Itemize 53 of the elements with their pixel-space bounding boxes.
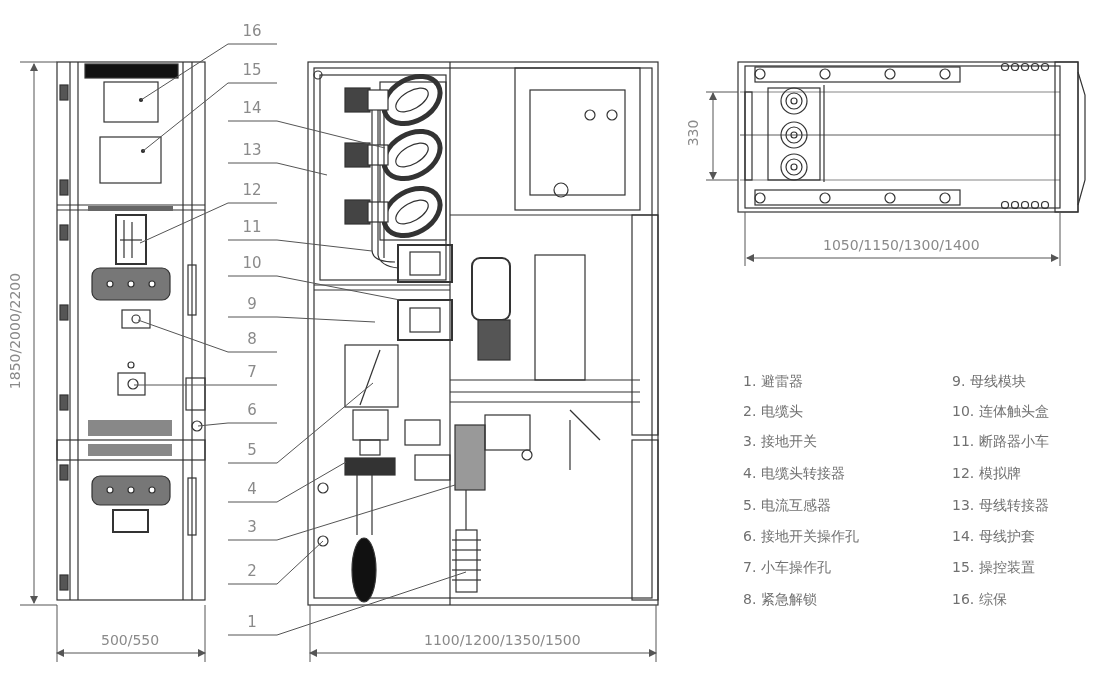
leader-line [139, 202, 278, 244]
leader-line [227, 540, 324, 585]
dimension-label: 330 [684, 119, 703, 147]
callout-number: 11 [235, 218, 269, 236]
dimension-label: 500/550 [101, 631, 160, 649]
part-list-item: 5. 电流互感器 [743, 496, 831, 514]
callout-number: 14 [235, 99, 269, 117]
part-list-item: 2. 电缆头 [743, 402, 803, 420]
callout-number: 6 [235, 401, 269, 419]
callout-number: 15 [235, 61, 269, 79]
callout-number: 4 [235, 480, 269, 498]
part-list-item: 12. 模拟牌 [952, 464, 1021, 482]
part-list-item: 3. 接地开关 [743, 432, 817, 450]
callout-number: 16 [235, 22, 269, 40]
callout-number: 7 [235, 363, 269, 381]
part-list-item: 6. 接地开关操作孔 [743, 527, 859, 545]
dimension-label: 1850/2000/2200 [6, 272, 25, 390]
callout-number: 8 [235, 330, 269, 348]
callout-number: 1 [235, 613, 269, 631]
part-list-item: 4. 电缆头转接器 [743, 464, 845, 482]
part-list-item: 8. 紧急解锁 [743, 590, 817, 608]
leader-line [227, 275, 401, 301]
leader-line [227, 239, 373, 252]
part-list-item: 9. 母线模块 [952, 372, 1026, 390]
callout-number: 9 [235, 295, 269, 313]
leader-line [142, 82, 278, 152]
callout-number: 10 [235, 254, 269, 272]
part-list-item: 13. 母线转接器 [952, 496, 1049, 514]
callout-number: 2 [235, 562, 269, 580]
leader-line [197, 422, 278, 427]
callout-number: 3 [235, 518, 269, 536]
leader-line [227, 461, 347, 503]
leader-line [140, 43, 278, 101]
part-list-item: 7. 小车操作孔 [743, 558, 831, 576]
leader-line [133, 384, 278, 386]
leader-line [227, 120, 386, 149]
callout-number: 5 [235, 441, 269, 459]
leader-line [227, 316, 376, 323]
part-list-item: 15. 操控装置 [952, 558, 1035, 576]
part-list-item: 1. 避雷器 [743, 372, 803, 390]
leader-line [227, 484, 456, 541]
dimension-label: 1050/1150/1300/1400 [823, 236, 980, 254]
dimension-label: 1100/1200/1350/1500 [424, 631, 581, 649]
leader-line [227, 162, 328, 176]
part-list-item: 11. 断路器小车 [952, 432, 1049, 450]
leader-line [227, 382, 374, 464]
leader-line [227, 571, 467, 636]
callout-number: 12 [235, 181, 269, 199]
part-list-item: 14. 母线护套 [952, 527, 1035, 545]
part-list-item: 16. 综保 [952, 590, 1007, 608]
leader-line [137, 319, 278, 353]
part-list-item: 10. 连体触头盒 [952, 402, 1049, 420]
callout-number: 13 [235, 141, 269, 159]
